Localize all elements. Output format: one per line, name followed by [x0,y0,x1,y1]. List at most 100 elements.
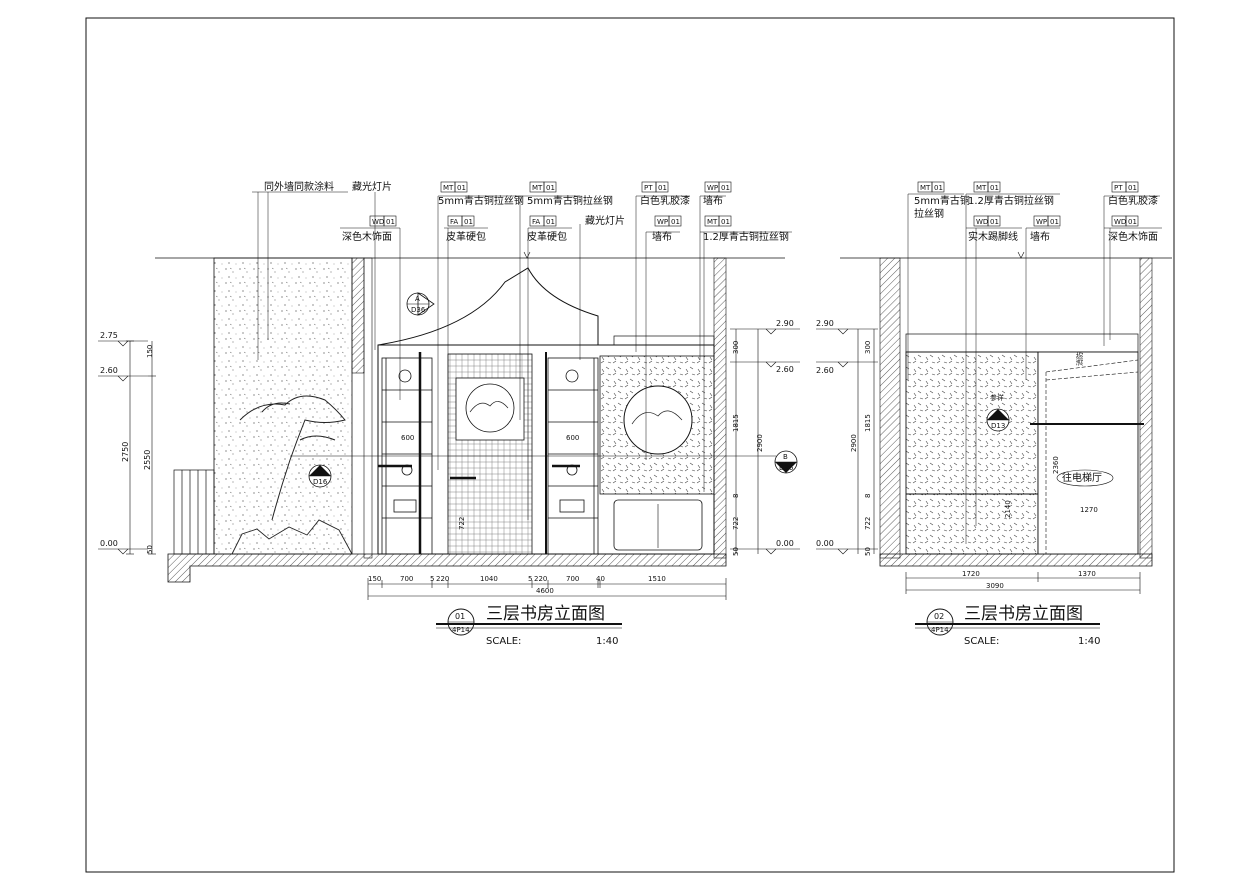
svg-text:PT: PT [644,184,653,192]
dim-8-a: 8 [732,494,740,498]
title-block-right: 02 4P14 三层书房立面图 SCALE: 1:40 [915,604,1100,647]
callout-leather-panel-1: 皮革硬包 [446,230,486,243]
svg-text:01: 01 [386,218,395,226]
title-left-text: 三层书房立面图 [486,604,605,624]
svg-text:01: 01 [546,218,555,226]
painting-frame [455,377,525,441]
svg-text:D36: D36 [411,306,426,314]
left-bottom-dim-chain [367,578,727,600]
left-right-level-marks [730,328,800,555]
svg-text:4P14: 4P14 [931,626,949,634]
right-elevation [840,251,1172,567]
callout-white-latex-paint: 白色乳胶漆 [640,194,690,207]
dim-right-1815: 1815 [864,414,872,432]
dim-right-2900: 2900 [850,434,858,452]
svg-text:01: 01 [1128,218,1137,226]
dim-b-40: 40 [596,575,605,583]
floor-slab [167,553,727,583]
callout-bronze-steel-1: 5mm青古铜拉丝钢 [438,194,524,207]
sofa [613,499,703,551]
tag-fa-left-1: FA 01 [447,215,475,227]
dim-b-s2: 5 [528,575,532,583]
callout-hidden-light-1: 藏光灯片 [352,180,392,193]
svg-text:01: 01 [464,218,473,226]
tag-pt-right: PT 01 [1111,181,1139,193]
door-label: 往电梯厅 [1062,471,1102,484]
dim-right-1720: 1720 [962,570,980,578]
dim-b-s1: 5 [430,575,434,583]
dim-50-left: 50 [146,545,154,554]
dim-300-a: 300 [732,341,740,354]
scale-left-value: 1:40 [596,636,618,647]
railing [173,469,215,555]
svg-text:WD: WD [1114,218,1126,226]
dim-right-8: 8 [864,494,872,498]
svg-text:A: A [995,411,1000,419]
dim-right-3090: 3090 [986,582,1004,590]
pine-tree-graphic [239,395,346,521]
callout-leather-panel-2: 皮革硬包 [527,230,567,243]
callout-right-bronze-steel-a: 5mm青古铜 [914,194,970,207]
svg-text:01: 01 [990,218,999,226]
svg-text:FA: FA [532,218,540,226]
tag-pt-left: PT 01 [641,181,669,193]
svg-text:01: 01 [546,184,555,192]
left-elevation [155,251,785,583]
svg-text:D16: D16 [313,478,328,486]
right-bottom-dim-chain [905,572,1141,594]
dim-2750: 2750 [121,442,130,462]
svg-text:01: 01 [1128,184,1137,192]
title-right-text: 三层书房立面图 [964,604,1083,624]
marker-a-d13: A D13 [986,408,1010,432]
level-2-75: 2.75 [100,331,118,340]
callout-outer-wall-paint: 同外墙同款涂料 [264,180,334,193]
svg-text:D: D [317,467,322,475]
dim-722-a: 722 [732,517,740,530]
inner-dim-600-2: 600 [566,434,579,442]
wall-left-right-elev [879,257,901,559]
inner-dim-600-1: 600 [401,434,414,442]
wall-end-return [363,257,373,559]
dim-right-722: 722 [864,517,872,530]
svg-text:PT: PT [1114,184,1123,192]
dim-b-150: 150 [368,575,381,583]
tag-fa-left-2: FA 01 [529,215,557,227]
tag-mt-right-2: MT 01 [973,181,1001,193]
callout-wallcloth-2: 墙布 [652,230,672,243]
dim-1815-a: 1815 [732,414,740,432]
svg-text:D36: D36 [779,464,794,472]
wall-section-left [351,257,365,374]
dim-b-220-2: 220 [534,575,547,583]
dim-b-700: 700 [400,575,413,583]
inner-dim-2140: 2140 [1004,500,1012,518]
inner-dim-1270: 1270 [1080,506,1098,514]
tag-wd-left: WD 01 [369,215,397,227]
level-right-2-60: 2.60 [816,366,834,375]
left-level-marks [98,340,156,555]
dim-2900-a: 2900 [756,434,764,452]
level-2-90-a: 2.90 [776,319,794,328]
level-right-2-90: 2.90 [816,319,834,328]
marker-d-d16: D D16 [308,464,332,488]
callout-right-wallcloth: 墙布 [1030,230,1050,243]
dim-2550: 2550 [143,450,152,470]
wall-section-right [713,257,727,559]
callout-wallcloth-1: 墙布 [703,194,723,207]
moon-window [623,385,693,455]
svg-text:01: 01 [1050,218,1059,226]
dim-b-220-1: 220 [436,575,449,583]
tag-wd-right-2: WD 01 [1111,215,1139,227]
right-leaders [907,193,1162,544]
scale-right-label: SCALE: [964,636,999,647]
callout-hidden-light-2: 藏光灯片 [585,214,625,227]
door-swing [1045,359,1139,554]
wall-right-right-elev [1139,257,1153,559]
svg-text:MT: MT [443,184,454,192]
scale-right-value: 1:40 [1078,636,1100,647]
title-block-left: 01 4P14 三层书房立面图 SCALE: 1:40 [436,604,622,647]
inner-dim-722: 722 [458,517,466,530]
callout-right-bronze-steel-b: 拉丝钢 [914,207,944,220]
tag-wd-right-1: WD 01 [973,215,1001,227]
wallcloth-panel-right [905,351,1039,555]
